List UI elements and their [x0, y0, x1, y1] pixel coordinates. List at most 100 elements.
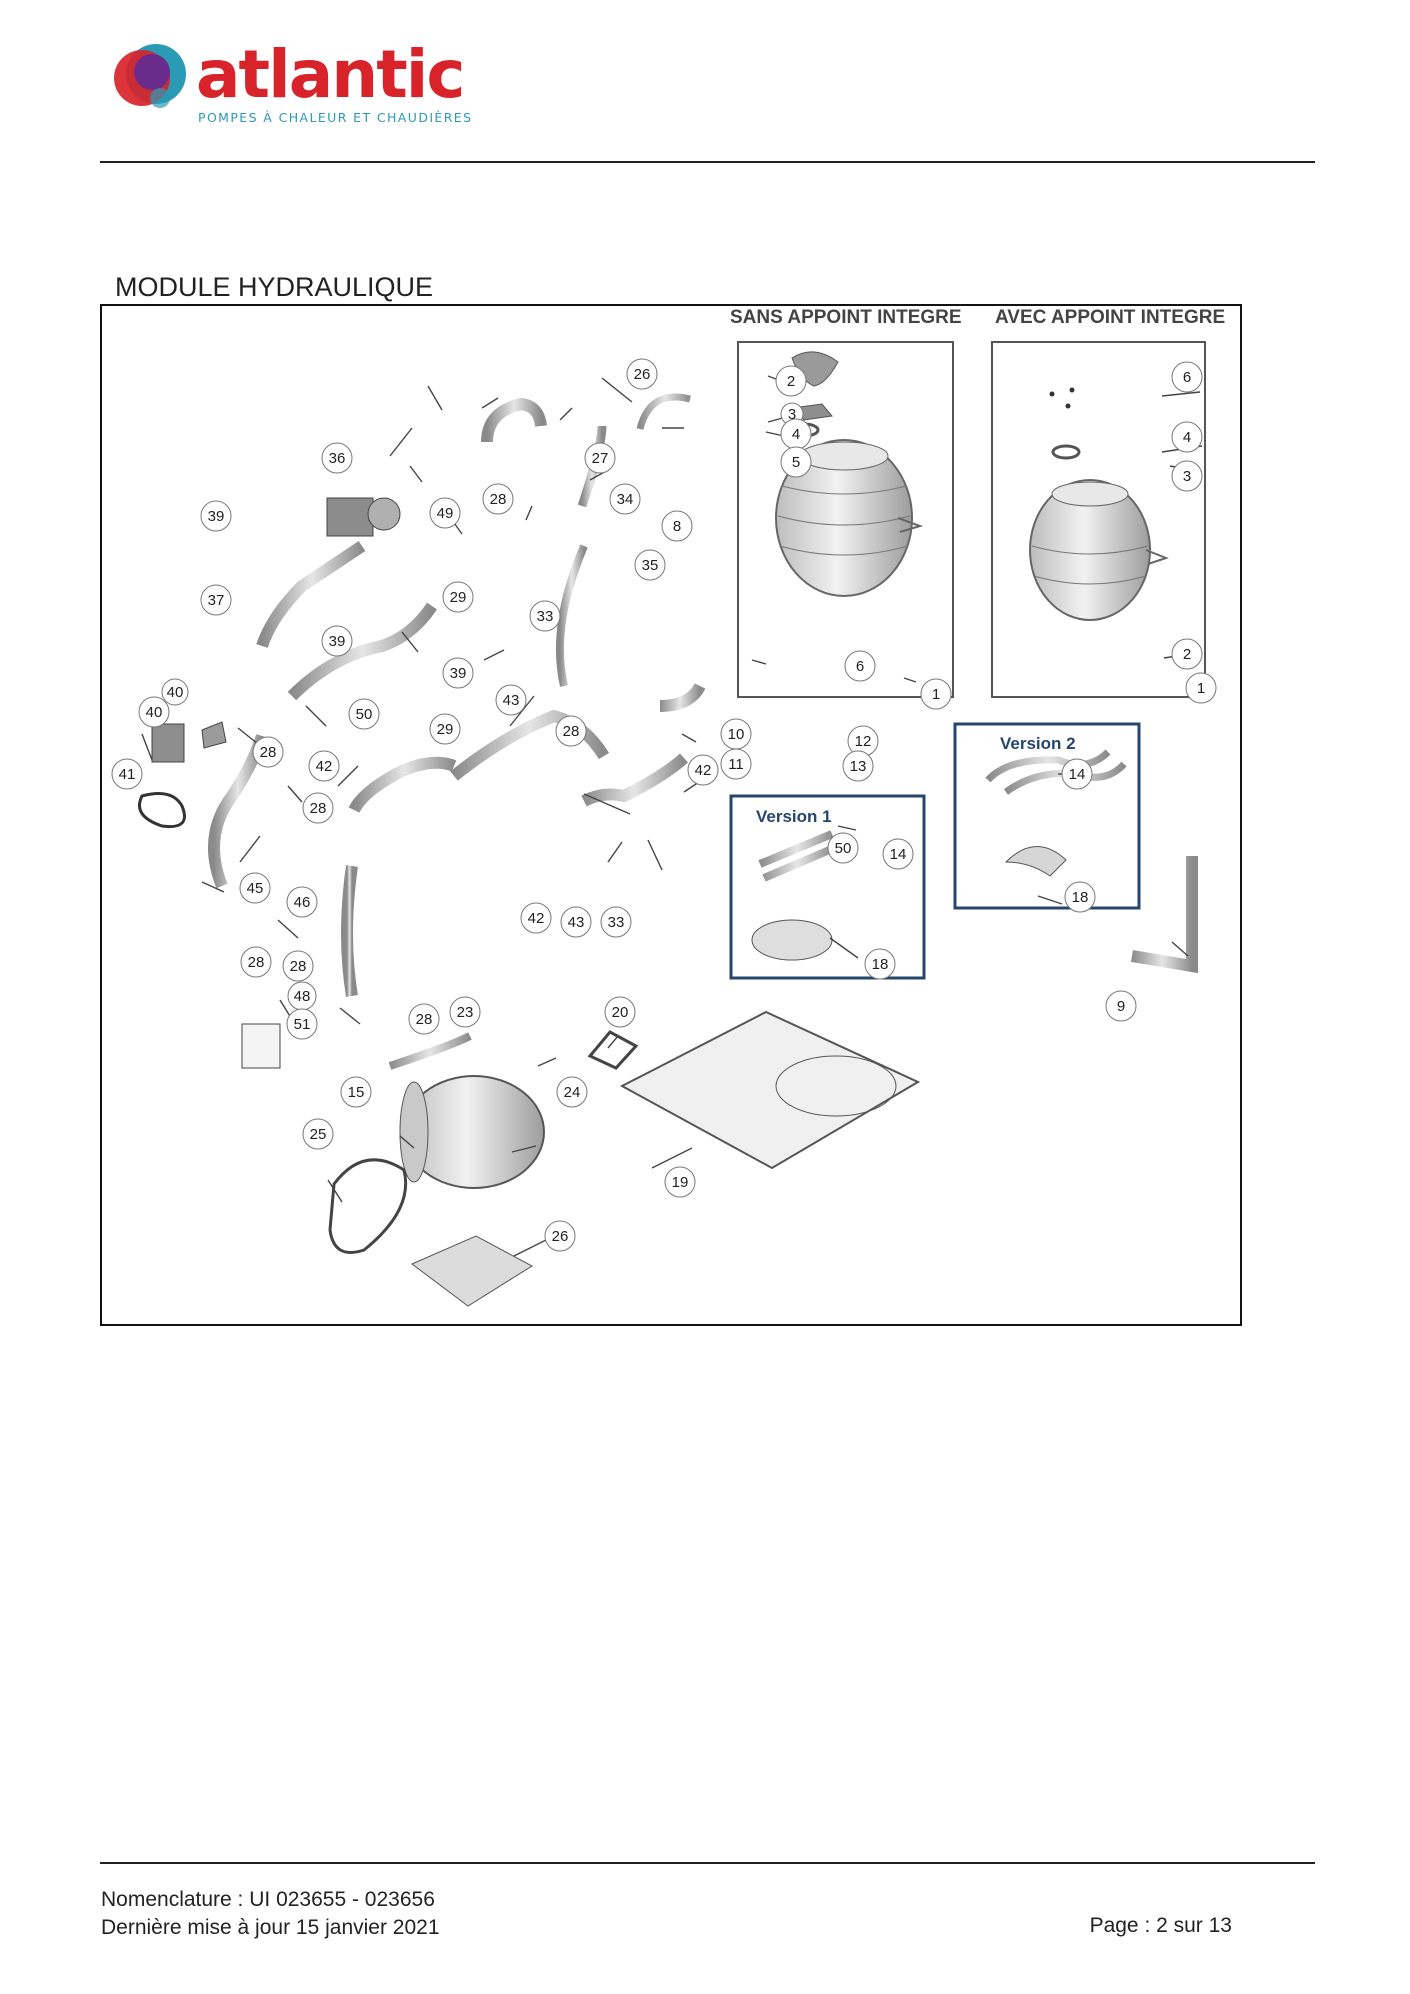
callout-27d: 28: [302, 792, 334, 824]
callout-29a: 33: [529, 600, 561, 632]
svg-text:4: 4: [1183, 429, 1191, 446]
callout-15: 15: [340, 1076, 372, 1108]
callout-27e: 28: [240, 946, 272, 978]
callout-50: 50: [827, 832, 859, 864]
callout-5: 5: [780, 446, 812, 478]
brand-logo: atlantic POMPES À CHALEUR ET CHAUDIÈRES: [110, 38, 490, 128]
callout-11: 11: [720, 748, 752, 780]
panel-avec-frame: [991, 341, 1206, 698]
callout-14a: 14: [1061, 758, 1093, 790]
exploded-parts-diagram: SANS APPOINT INTEGRE AVEC APPOINT INTEGR…: [100, 304, 1242, 1326]
panel-sans-frame: [737, 341, 954, 698]
parts-illustration: SANS APPOINT INTEGRE AVEC APPOINT INTEGR…: [111, 307, 1225, 1307]
svg-text:28: 28: [416, 1011, 433, 1028]
svg-text:43: 43: [503, 692, 520, 709]
svg-text:2: 2: [787, 373, 795, 390]
svg-text:2: 2: [1183, 646, 1191, 663]
callout-13: 13: [842, 750, 874, 782]
svg-text:6: 6: [856, 658, 864, 675]
svg-text:33: 33: [608, 914, 625, 931]
callout-51: 51: [286, 1008, 318, 1040]
svg-text:18: 18: [872, 956, 889, 973]
svg-text:19: 19: [672, 1174, 689, 1191]
svg-text:20: 20: [612, 1004, 629, 1021]
svg-text:23: 23: [457, 1004, 474, 1021]
callout-39: 41: [111, 758, 143, 790]
callout-36b: 39: [321, 625, 353, 657]
callout-45: 46: [286, 886, 318, 918]
svg-text:28: 28: [260, 744, 277, 761]
callout-28b: 29: [429, 713, 461, 745]
logo-mark-icon: [114, 44, 186, 108]
svg-text:14: 14: [1069, 766, 1086, 783]
svg-text:40: 40: [167, 684, 184, 701]
svg-text:14: 14: [890, 846, 907, 863]
callout-26: 27: [584, 442, 616, 474]
callout-6b: 6: [844, 650, 876, 682]
buffer-tank-sans: [775, 439, 924, 597]
callout-42: 43: [560, 906, 592, 938]
footer-meta: Nomenclature : UI 023655 - 023656 Derniè…: [101, 1886, 440, 1942]
callout-49: 50: [348, 698, 380, 730]
svg-text:26: 26: [552, 1228, 569, 1245]
callout-18b: 18: [864, 948, 896, 980]
svg-text:36: 36: [329, 450, 346, 467]
svg-text:28: 28: [310, 800, 327, 817]
callout-3b: 3: [1171, 460, 1203, 492]
callout-9: 9: [1105, 990, 1137, 1022]
svg-text:37: 37: [208, 592, 225, 609]
svg-text:3: 3: [788, 406, 796, 423]
svg-text:24: 24: [564, 1084, 581, 1101]
brand-name: atlantic: [196, 36, 466, 113]
callout-41a: 42: [308, 750, 340, 782]
svg-text:49: 49: [437, 505, 454, 522]
svg-text:25: 25: [310, 1126, 327, 1143]
callout-1b: 1: [1185, 672, 1217, 704]
svg-text:39: 39: [208, 508, 225, 525]
svg-text:35: 35: [642, 557, 659, 574]
version1-frame: [729, 794, 926, 980]
svg-text:51: 51: [294, 1016, 311, 1033]
callout-10: 10: [720, 718, 752, 750]
callout-27g: 28: [408, 1003, 440, 1035]
callout-12: 12: [847, 725, 879, 757]
svg-text:34: 34: [617, 491, 634, 508]
svg-text:15: 15: [348, 1084, 365, 1101]
callout-bubbles: 26 2 3 4 5 6 4 3 2 1 1 6 8 27 28 34 35 3…: [111, 358, 1217, 1252]
callout-21: 23: [449, 996, 481, 1028]
svg-text:1: 1: [1197, 680, 1205, 697]
svg-text:3: 3: [1183, 468, 1191, 485]
header-rule: [100, 161, 1315, 163]
callout-23: 24: [556, 1076, 588, 1108]
svg-text:28: 28: [290, 958, 307, 975]
callout-33: 35: [634, 549, 666, 581]
callout-25: 26: [544, 1220, 576, 1252]
callout-6: 6: [1171, 361, 1203, 393]
svg-text:1: 1: [932, 686, 940, 703]
callout-30: 34: [609, 483, 641, 515]
callout-46: 48: [287, 981, 317, 1011]
callout-1: 1: [920, 678, 952, 710]
svg-text:42: 42: [528, 910, 545, 927]
panel-sans-title: SANS APPOINT INTEGRE: [730, 307, 962, 328]
callout-37a: 40: [161, 678, 189, 706]
svg-text:10: 10: [728, 726, 745, 743]
callout-19: 19: [664, 1166, 696, 1198]
svg-text:9: 9: [1117, 998, 1125, 1015]
brand-tagline: POMPES À CHALEUR ET CHAUDIÈRES: [198, 110, 473, 125]
version1-label: Version 1: [756, 807, 832, 826]
svg-text:48: 48: [294, 988, 311, 1005]
svg-text:50: 50: [835, 840, 852, 857]
callout-27f: 28: [282, 950, 314, 982]
callout-20: 20: [604, 996, 636, 1028]
svg-text:29: 29: [450, 589, 467, 606]
panel-avec-title: AVEC APPOINT INTEGRE: [995, 307, 1225, 328]
page-number: Page : 2 sur 13: [1089, 1914, 1232, 1937]
svg-text:46: 46: [294, 894, 311, 911]
svg-text:5: 5: [792, 454, 800, 471]
svg-text:42: 42: [316, 758, 333, 775]
callout-34: 36: [321, 442, 353, 474]
callout-27b: 28: [252, 736, 284, 768]
footer-updated: Dernière mise à jour 15 janvier 2021: [101, 1916, 440, 1939]
svg-text:27: 27: [592, 450, 609, 467]
